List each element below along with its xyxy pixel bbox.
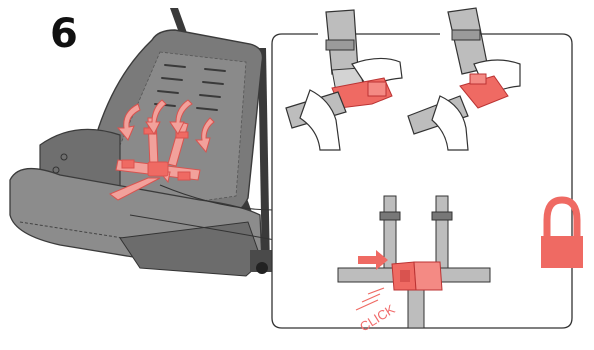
stroller-seat [10,8,272,276]
